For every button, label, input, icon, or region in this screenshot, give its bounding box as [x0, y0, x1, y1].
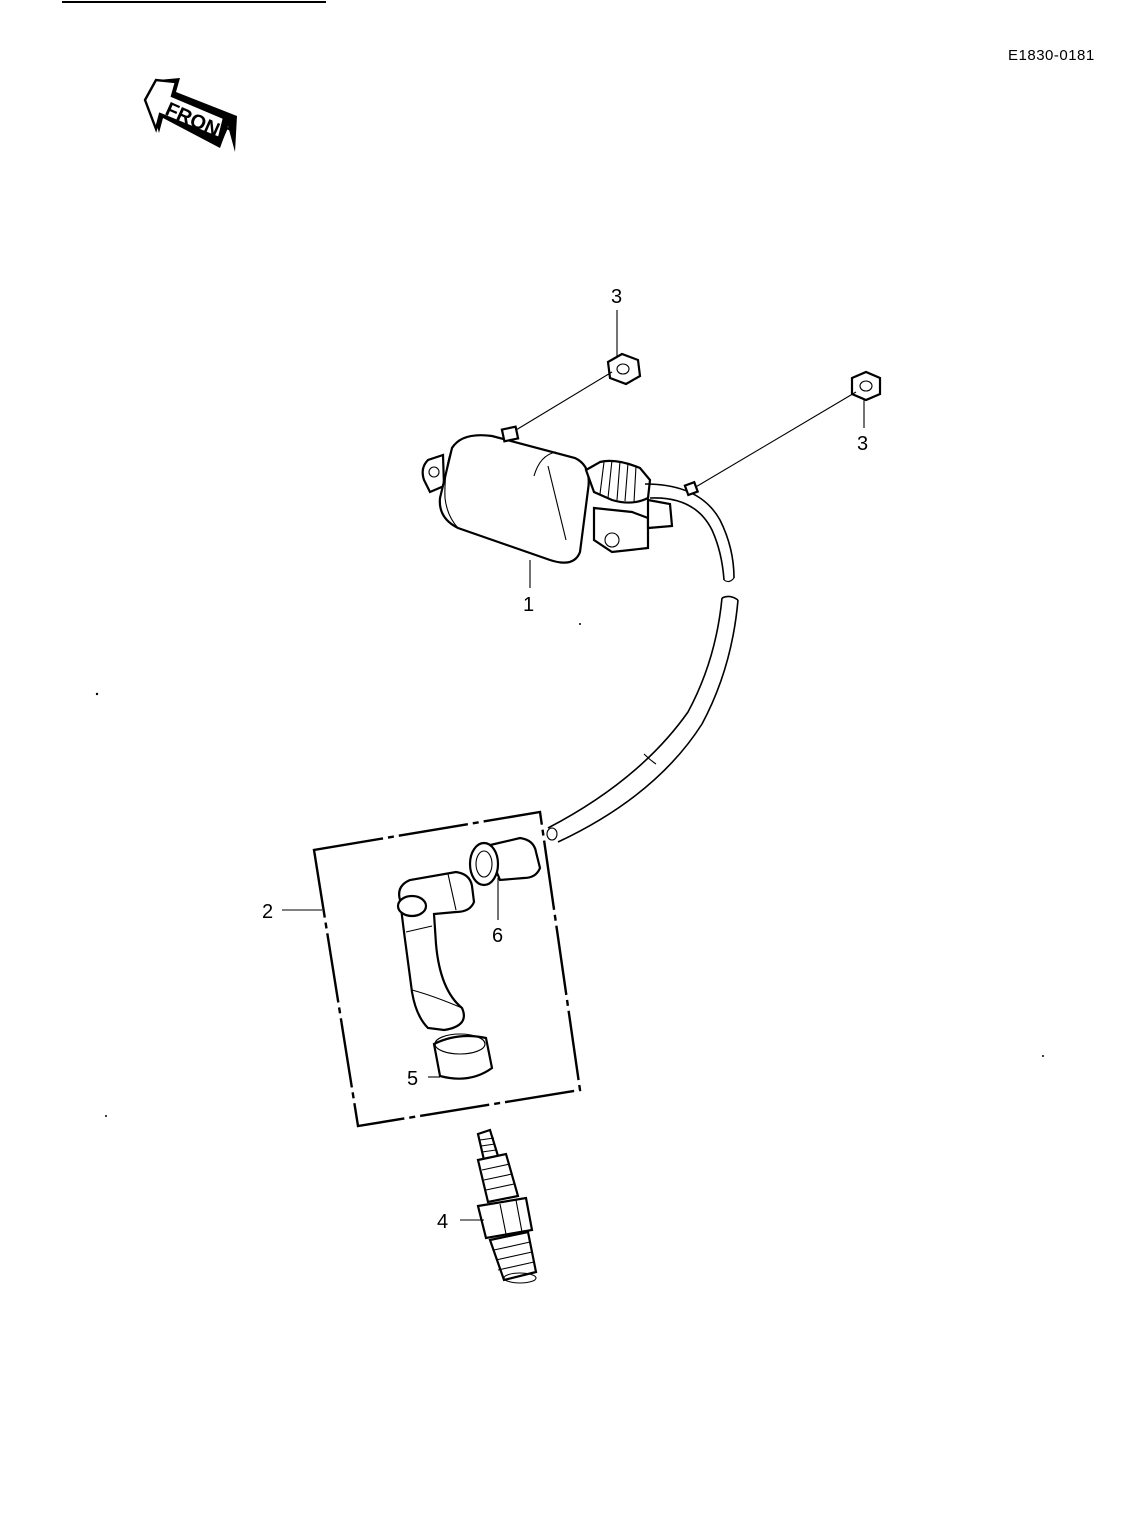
- ignition-coil: [421, 425, 674, 564]
- callout-6: 6: [492, 925, 503, 947]
- front-direction-arrow-icon: FRONT: [143, 78, 237, 152]
- nut-3-left: [606, 352, 642, 386]
- scan-speck: [579, 623, 581, 625]
- spark-plug: [476, 1128, 538, 1284]
- seal-6: [468, 836, 542, 887]
- callout-5: 5: [407, 1068, 418, 1090]
- nut-3-right: [850, 370, 882, 402]
- ht-lead-upper: [644, 483, 735, 583]
- scan-speck: [1042, 1055, 1044, 1057]
- scan-speck: [95, 692, 99, 696]
- plug-cap-assembly-frame: [312, 810, 582, 1128]
- callout-2: 2: [262, 901, 273, 923]
- stud-line-left: [515, 371, 613, 431]
- callout-1: 1: [523, 594, 534, 616]
- seal-5: [432, 1033, 494, 1080]
- spark-plug-cap: [396, 870, 476, 1032]
- callout-4: 4: [437, 1211, 448, 1233]
- document-code: E1830-0181: [1008, 47, 1095, 64]
- stud-line-right: [693, 391, 857, 489]
- scan-speck: [105, 1115, 107, 1117]
- ht-lead-lower: [546, 595, 739, 843]
- callout-3a: 3: [611, 286, 622, 308]
- callout-3b: 3: [857, 433, 868, 455]
